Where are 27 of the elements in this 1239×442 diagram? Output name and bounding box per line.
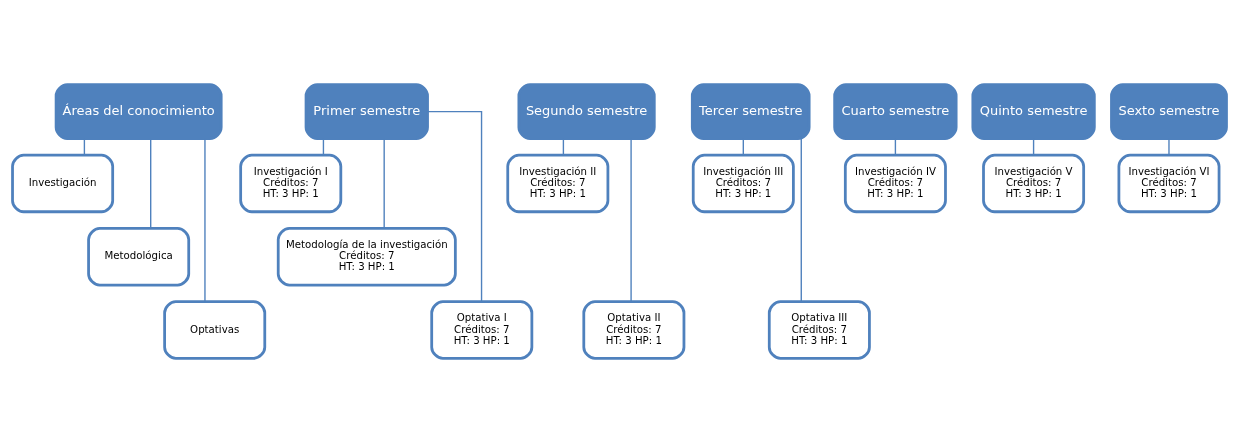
connector (630, 137, 632, 302)
node-box: Tercer semestre (690, 82, 811, 140)
node-box: Áreas del conocimiento (54, 82, 223, 140)
node-box: Primer semestre (304, 82, 429, 140)
connector (383, 137, 385, 229)
node-box: Investigación IV Créditos: 7 HT: 3 HP: 1 (843, 153, 947, 213)
connector (150, 137, 152, 229)
connector (1168, 137, 1170, 156)
node-box: Sexto semestre (1110, 82, 1228, 140)
node-box: Quinto semestre (971, 82, 1096, 140)
node-box: Optativa I Créditos: 7 HT: 3 HP: 1 (430, 299, 534, 360)
node-box: Investigación (11, 153, 115, 213)
node-box: Optativa II Créditos: 7 HT: 3 HP: 1 (582, 299, 686, 360)
node-box: Metodología de la investigación Créditos: 7 HT: 3 HP: 1 (276, 226, 457, 286)
connector (427, 110, 483, 302)
node-box: Segundo semestre (517, 82, 656, 140)
node-box: Optativas (163, 299, 267, 360)
connector (204, 137, 206, 302)
node-box: Investigación III Créditos: 7 HT: 3 HP: 1 (691, 153, 795, 213)
node-box: Investigación V Créditos: 7 HT: 3 HP: 1 (982, 153, 1086, 213)
node-box: Optativa III Créditos: 7 HT: 3 HP: 1 (767, 299, 871, 360)
node-box: Cuarto semestre (833, 82, 958, 140)
node-box: Metodológica (87, 226, 191, 286)
node-box: Investigación II Créditos: 7 HT: 3 HP: 1 (506, 153, 610, 213)
node-box: Investigación I Créditos: 7 HT: 3 HP: 1 (239, 153, 343, 213)
connector (800, 137, 802, 302)
node-box: Investigación VI Créditos: 7 HT: 3 HP: 1 (1117, 153, 1221, 213)
